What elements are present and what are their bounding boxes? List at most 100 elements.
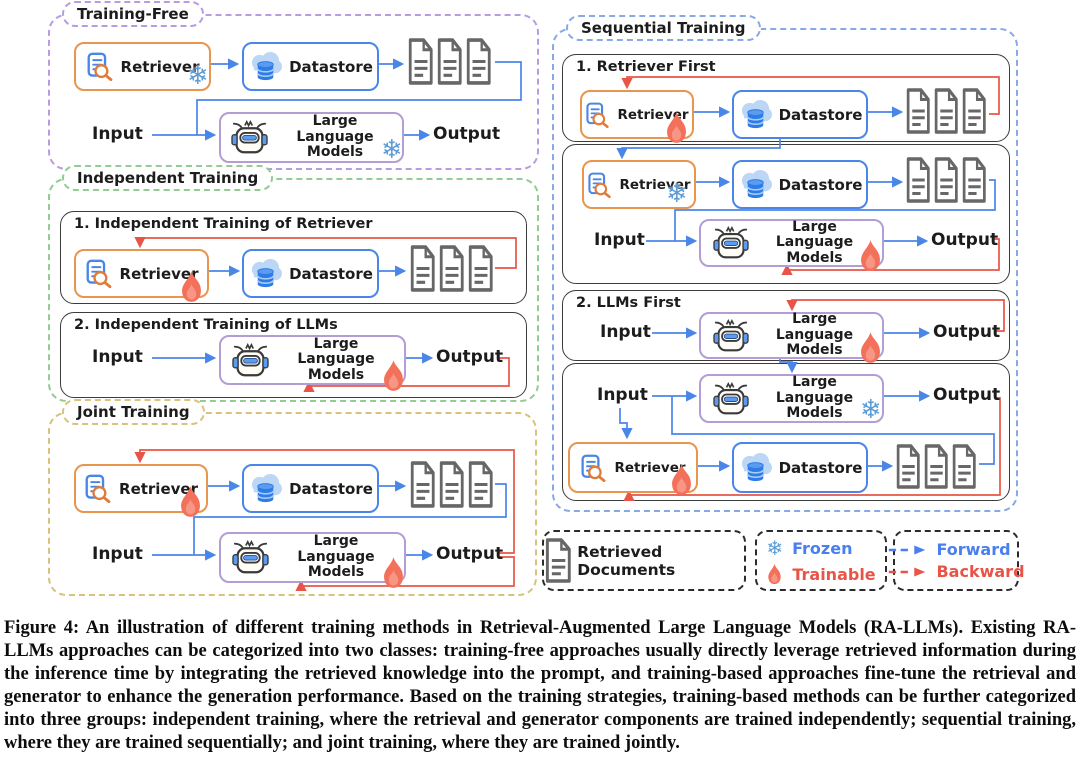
robot-icon [231,540,270,574]
trainable-fire-icon [768,563,782,585]
figure-caption: Figure 4: An illustration of different t… [4,618,1076,753]
group-joint-training: Joint Training Retriever Datastore Large [48,399,537,596]
document-icon [439,461,465,508]
document-icon [437,38,463,85]
robot-icon [712,226,749,259]
retriever-label: Retriever [119,264,199,283]
document-icon [934,157,959,203]
llm-label: Large Language Models [296,113,374,161]
datastore-label: Datastore [289,264,373,283]
retrieved-documents-stack [409,461,495,508]
document-icon [924,444,949,489]
subbox-label: 2. Independent Training of LLMs [74,317,338,333]
retrieved-documents-stack [407,38,493,85]
document-icon [962,157,987,203]
datastore-label: Datastore [778,105,863,124]
legend-retrieved-documents: Retrieved Documents [542,530,746,591]
llm-node: Large Language Models [699,311,884,359]
sequential-wires [616,76,1005,501]
input-label: Input [600,322,651,342]
legend-forward-label: Forward [936,540,1011,559]
retriever-node: Retriever [74,249,209,298]
group-title-independent-training: Independent Training [62,165,274,191]
trainable-fire-icon [861,240,880,271]
robot-icon [712,319,749,351]
legend-backward-row: Backward [887,562,1025,581]
datastore-icon [740,99,773,129]
frozen-snowflake-icon: ❄ [766,536,784,560]
llm-node: Large Language Models [219,532,406,583]
datastore-label: Datastore [289,57,373,76]
legend-backward-label: Backward [936,562,1025,581]
trainable-fire-icon [181,486,200,517]
robot-icon [712,382,749,414]
frozen-snowflake-icon: ❄ [666,179,688,209]
datastore-node: Datastore [242,249,379,298]
subbox-label: 2. LLMs First [576,295,681,311]
input-label: Input [92,544,143,564]
legend-frozen-row: ❄ Frozen [766,536,875,560]
output-label: Output [931,230,999,250]
joint-wires [134,449,515,591]
input-label: Input [92,124,143,144]
legend-retrieved-documents-label: Retrieved Documents [577,542,676,579]
datastore-node: Datastore [732,442,868,493]
document-icon [410,461,436,508]
group-title-training-free: Training-Free [62,1,204,27]
independent-wires [134,237,517,392]
retrieved-documents-stack [895,444,978,489]
llm-label: Large Language Models [775,311,854,359]
group-independent-training: Independent Training 1. Independent Trai… [48,165,539,402]
trainable-fire-icon [182,271,201,302]
group-title-sequential-training: Sequential Training [566,15,761,41]
datastore-node: Datastore [732,160,868,209]
legend-frozen-label: Frozen [792,538,853,558]
trainable-fire-icon [384,360,403,391]
llm-label: Large Language Models [775,218,854,266]
document-icon [906,88,931,134]
legend-forward-backward: Forward Backward [889,530,1025,591]
datastore-icon [251,51,283,81]
retrieved-documents-stack [409,245,495,292]
retrieved-documents-stack [905,88,988,134]
backward-arrow-icon [889,566,926,577]
group-sequential-training: Sequential Training 1. Retriever First 2… [552,15,1018,512]
legend-frozen-trainable: ❄ Frozen Trainable [755,530,887,591]
document-icon [934,88,959,134]
input-label: Input [597,385,648,405]
datastore-icon [251,258,283,288]
legend-forward-row: Forward [887,540,1024,559]
retriever-node: Retriever [74,42,211,91]
retriever-label: Retriever [120,57,200,76]
robot-icon [231,343,270,376]
trainable-fire-icon [667,112,686,143]
document-icon [410,245,436,292]
retriever-icon [586,101,610,128]
trainable-fire-icon [861,332,880,363]
llm-label: Large Language Models [775,374,854,422]
output-label: Output [933,385,1001,405]
forward-arrow-icon [889,544,926,555]
datastore-label: Datastore [778,458,863,477]
retriever-icon [588,171,612,198]
legend-trainable-row: Trainable [766,563,876,585]
llm-node: Large Language Models [219,335,406,385]
output-label: Output [433,124,501,144]
retriever-icon [86,52,112,81]
retriever-label: Retriever [617,106,689,123]
document-icon [439,245,465,292]
training-free-wires [152,58,522,141]
document-icon [545,538,571,583]
retriever-label: Retriever [619,176,691,193]
document-icon [408,38,434,85]
retriever-icon [85,474,111,503]
datastore-label: Datastore [778,175,863,194]
frozen-snowflake-icon: ❄ [187,61,209,91]
document-icon [952,444,977,489]
retriever-icon [581,453,606,482]
retriever-node: Retriever [580,90,694,139]
retriever-label: Retriever [119,479,198,498]
trainable-fire-icon [672,464,691,495]
datastore-node: Datastore [242,464,379,513]
